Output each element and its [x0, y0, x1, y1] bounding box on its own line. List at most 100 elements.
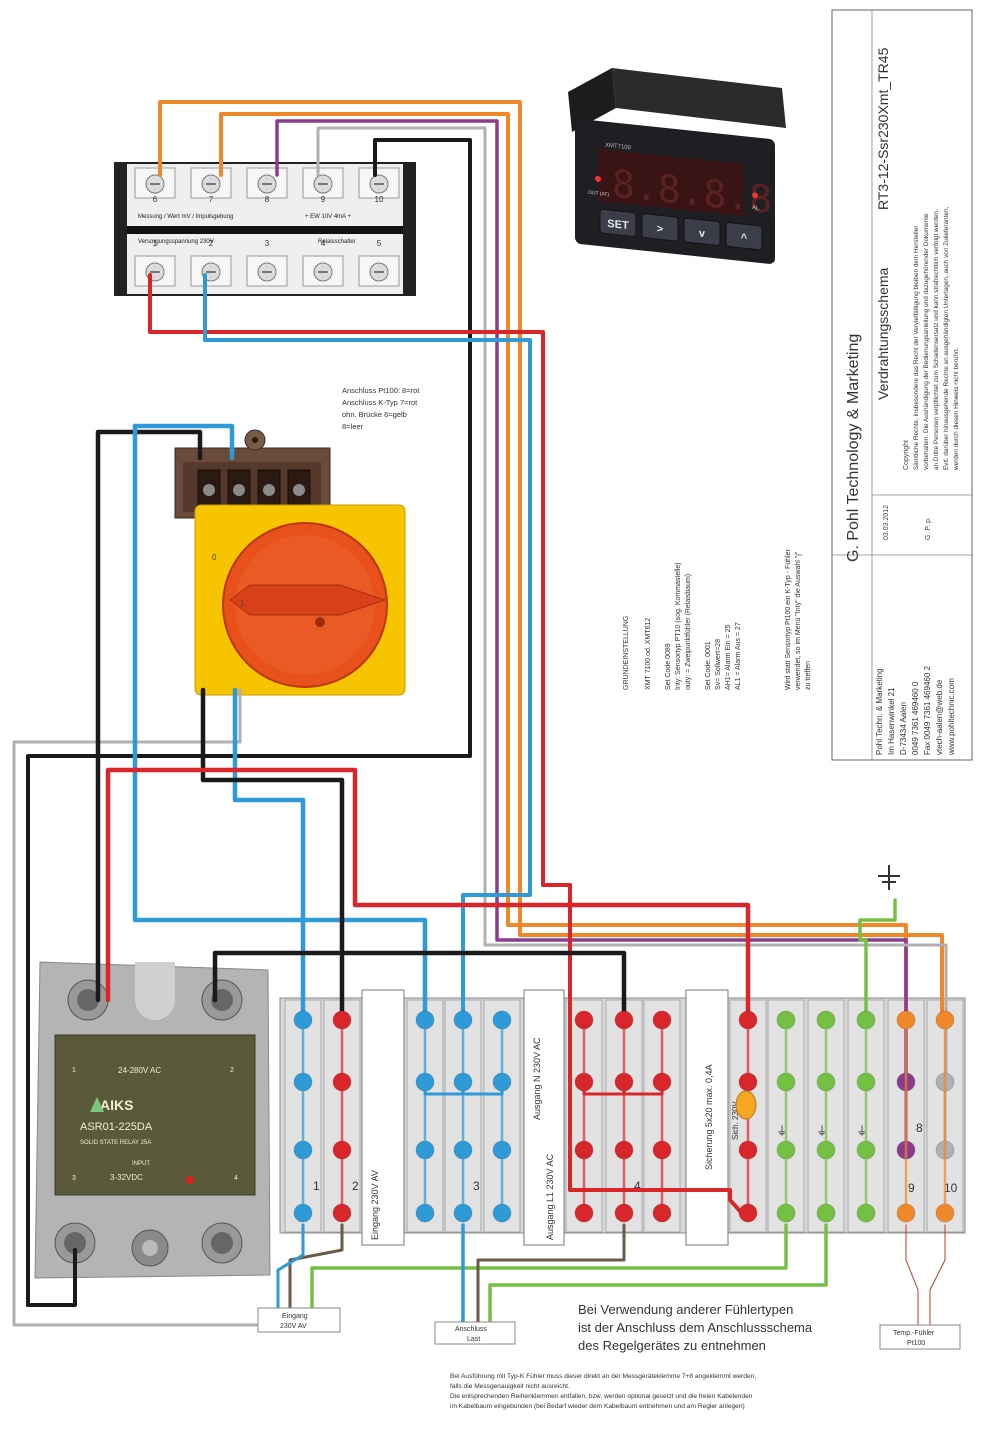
solid-state-relay: 24-280V AC AIKS ASR01-225DA SOLID STATE … — [34, 961, 271, 1279]
company-name: G. Pohl Technology & Marketing — [845, 334, 862, 562]
footer-note: Bei Ausführung mit Typ-K Fühler muss die… — [450, 1373, 756, 1410]
bottom-label-boxes: Eingang 230V AV Anschluss Last Temp.-Füh… — [257, 1307, 961, 1350]
strip-terminal-number: 8 — [916, 1121, 923, 1135]
settings-line: AL1 = Alarm Aus = 27 — [735, 622, 742, 690]
pt100-note-line: 8=leer — [342, 422, 364, 431]
settings-line: Set Code: 0001 — [705, 641, 712, 690]
controller-button — [641, 213, 679, 242]
ssr-model: ASR01-225DA — [80, 1121, 153, 1133]
settings-line: Set Code 0089 — [665, 643, 672, 690]
top-caption-right: + EW 10V 4mA + — [305, 214, 352, 220]
ssr-subtitle: SOLID STATE RELAY 25A — [80, 1140, 151, 1146]
wire — [26, 1248, 77, 1307]
wire — [858, 938, 868, 1017]
wire — [132, 423, 235, 461]
wire — [105, 767, 751, 1018]
document-type: Verdrahtungsschema — [875, 267, 891, 400]
sensor-note-line: Bei Verwendung anderer Fühlertypen — [578, 1302, 793, 1317]
ssr-t4: 4 — [234, 1175, 238, 1182]
footer-note-line: falls die Messgenauigkeit nicht ausreich… — [450, 1383, 570, 1390]
ssr-t2: 2 — [230, 1067, 234, 1074]
strip-terminal-number: 2 — [352, 1179, 359, 1193]
terminal-end-plate — [361, 989, 405, 1246]
ssr-input-label: INPUT — [132, 1161, 150, 1167]
controller-brand: XMT7100 — [605, 143, 632, 152]
wire — [488, 1223, 828, 1324]
wire — [12, 688, 242, 1327]
wire — [200, 687, 345, 1018]
copyright-line: Evtl. darüber hinausgehende Rechte an au… — [943, 207, 950, 470]
wire — [310, 1223, 788, 1310]
terminal-number: 10 — [375, 195, 384, 204]
wire — [276, 1223, 305, 1312]
wire — [858, 898, 897, 942]
ssr-ac-rating: 24-280V AC — [118, 1066, 161, 1075]
pt100-note-line: Anschluss Pt100: 8=rot — [342, 386, 420, 395]
settings-note-line: Wird statt Sensortyp Pt100 ein K-Typ - F… — [785, 548, 792, 690]
label-sicherung: Sicherung 5x20 max. 0,4A — [704, 1064, 714, 1170]
drawing-date: 03.03.2012 — [883, 505, 890, 540]
terminal-number: 1 — [153, 239, 158, 248]
settings-heading: GRUNDEINSTELLUNG — [623, 616, 630, 690]
copyright-line: vorbehalten. Die Aushändigung der Bedien… — [923, 213, 930, 470]
settings-line: Inty: Sensortyp PT10 (sog. Kommastelle) — [675, 562, 682, 690]
title-block: G. Pohl Technology & Marketing Verdrahtu… — [831, 9, 973, 761]
terminal-number: 4 — [321, 239, 326, 248]
footer-note-line: Die entsprechenden Reihenklemmen entfall… — [450, 1393, 753, 1400]
pt100-note-line: Anschluss K-Typ 7=rot — [342, 398, 418, 407]
model-name: RT3-12-Ssr230Xmt_TR45 — [875, 47, 891, 210]
terminal-number: 3 — [265, 239, 270, 248]
copyright-line: an Dritte Personen verpflichtet zum Scha… — [933, 209, 940, 470]
label-ausgang-n: Ausgang N 230V AC — [532, 1037, 542, 1120]
label-anschluss: Anschluss — [455, 1326, 487, 1333]
ssr-led — [186, 1176, 194, 1184]
pt100-note-line: ohn. Brücke 6=gelb — [342, 410, 407, 419]
copyright-text: Sämtliche Rechte, insbesondere das Recht… — [913, 207, 960, 471]
ssr-t3: 3 — [72, 1175, 76, 1182]
wire — [275, 119, 908, 1087]
label-ausgang-l1: Ausgang L1 230V AC — [545, 1153, 555, 1240]
strip-terminal-number: 3 — [473, 1179, 480, 1193]
terminal-number: 5 — [377, 239, 382, 248]
out-label: OUT (AT) — [588, 190, 609, 198]
wire — [212, 950, 627, 1018]
label-eingang-strip: Eingang 230V AV — [370, 1170, 380, 1240]
strip-terminal-number: 10 — [944, 1181, 958, 1195]
wire-harness — [12, 100, 948, 1327]
strip-terminal-number: 4 — [634, 1179, 641, 1193]
drawing-author: G. P. p. — [925, 517, 932, 540]
label-eingang-voltage: 230V AV — [280, 1323, 307, 1330]
sensor-note-line: des Regelgerätes zu entnehmen — [578, 1338, 766, 1353]
address-line: 0049 7361 469460 0 — [911, 681, 920, 755]
strip-terminal-number: 9 — [908, 1181, 915, 1195]
terminal-number: 8 — [265, 195, 270, 204]
controller-button-label: > — [657, 223, 663, 236]
terminal-number: 9 — [321, 195, 326, 204]
fuse-label: Sich. 230V — [731, 1101, 740, 1140]
label-fuehler-type: Pt100 — [907, 1340, 925, 1347]
terminal-end-plate — [685, 989, 729, 1246]
wire — [203, 273, 532, 1017]
controller-button-label: ^ — [741, 232, 748, 245]
address-line: vtech-aalen@web.de — [935, 679, 944, 755]
wire — [905, 1224, 919, 1326]
strip-terminal-number: 1 — [313, 1179, 320, 1193]
wire — [158, 100, 944, 1017]
bottom-caption: Versorgungsspannung 230V — [138, 239, 214, 245]
al-label: AL — [752, 205, 760, 212]
ssr-brand: AIKS — [100, 1097, 133, 1113]
address-line: Im Hasenwinkel 21 — [887, 687, 896, 755]
wire — [288, 1223, 344, 1312]
switch-one: 1 — [240, 599, 245, 608]
address-line: D-73434 Aalen — [899, 702, 908, 755]
controller-button — [599, 208, 637, 238]
copyright-heading: Copyright — [903, 440, 910, 470]
temperature-controller: 8.8.8.8 XMT7100 AL OUT (AT) SET>v^ — [568, 68, 786, 264]
main-switch: 0 1 — [174, 429, 406, 696]
controller-button-label: SET — [607, 218, 629, 232]
wire — [132, 423, 428, 1018]
